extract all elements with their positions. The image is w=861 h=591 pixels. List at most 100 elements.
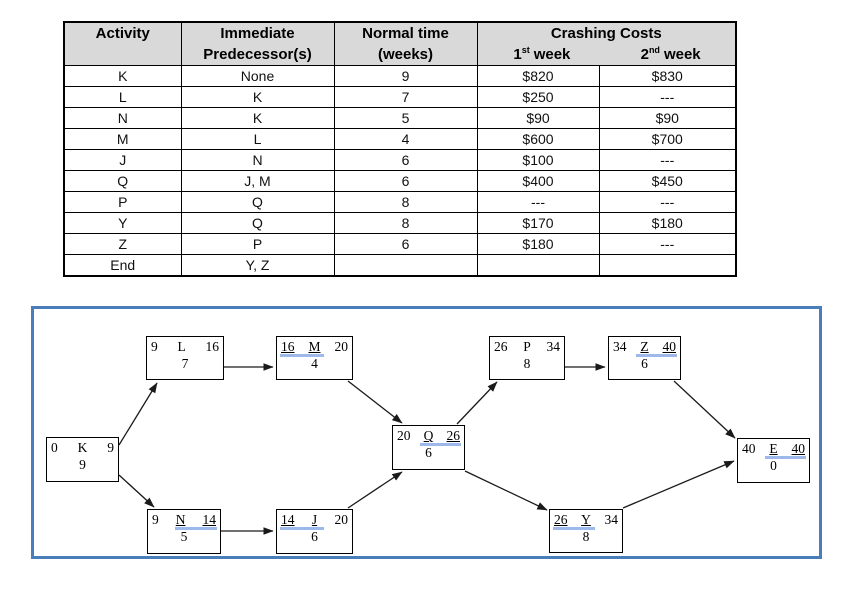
node-early-start: 16 [281,339,295,354]
edge-K-to-L [118,382,158,446]
table-cell: $100 [476,149,600,171]
table-cell: Q [180,212,335,234]
table-cell: $170 [476,212,600,234]
node-activity-label: M [308,339,321,354]
node-activity-label: E [769,441,778,456]
table-cell: $90 [598,107,737,129]
table-cell: K [63,65,182,87]
week1-num: 1 [513,46,522,63]
table-cell: $820 [476,65,600,87]
table-cell: Q [63,170,182,192]
edge-K-to-N [118,474,155,508]
node-activity-label: Q [423,428,434,443]
table-cell: $180 [598,212,737,234]
node-duration: 6 [425,445,432,460]
table-cell: End [63,254,182,277]
diagram-arrows [118,363,736,535]
node-duration: 9 [79,457,86,472]
edge-Q-to-Y [464,470,548,511]
node-early-finish: 9 [107,440,114,455]
header-normal-time: Normal time (weeks) [333,21,478,66]
table-cell: Y, Z [180,254,335,277]
node-activity-label: N [175,512,186,527]
table-cell [333,254,478,277]
table-cell: 6 [333,149,478,171]
table-cell: K [180,86,335,108]
node-duration: 8 [523,356,531,371]
node-activity-label: Z [640,339,649,354]
node-early-start: 20 [397,428,411,443]
table-cell: K [180,107,335,129]
node-early-start: 14 [281,512,295,527]
table-cell: --- [598,149,737,171]
node-early-finish: 34 [546,339,560,354]
node-early-start: 9 [151,339,158,354]
node-early-finish: 34 [604,512,619,527]
node-duration: 4 [311,356,318,371]
node-duration: 5 [180,529,188,544]
table-cell: $90 [476,107,600,129]
table-cell: M [63,128,182,150]
node-activity-label: L [177,339,186,354]
week1-sup: st [521,45,530,55]
table-cell: J [63,149,182,171]
table-cell [598,254,737,277]
table-cell: P [180,233,335,255]
edge-J-to-Q [347,471,403,509]
node-early-finish: 14 [202,512,217,527]
node-early-start: 40 [742,441,756,456]
table-cell: 4 [333,128,478,150]
node-activity-label: Y [581,512,591,527]
header-predecessor-line2: Predecessor(s) [203,46,312,63]
node-early-finish: 26 [446,428,461,443]
table-cell: $400 [476,170,600,192]
node-early-start: 34 [613,339,627,354]
header-crashing-label: Crashing Costs [550,25,662,42]
table-cell: 6 [333,233,478,255]
node-times-row: 20 Q 26 [393,426,464,446]
table-cell: 6 [333,170,478,192]
node-duration: 7 [181,356,189,371]
edge-Q-to-P [456,381,498,425]
table-cell [476,254,600,277]
table-cell: $450 [598,170,737,192]
table-cell: $830 [598,65,737,87]
node-duration: 6 [311,529,318,544]
table-cell: Y [63,212,182,234]
table-cell: --- [598,233,737,255]
table-cell: N [180,149,335,171]
header-activity: Activity [63,21,182,66]
table-cell: Z [63,233,182,255]
header-time-line2: (weeks) [377,46,434,63]
node-duration: 8 [582,529,590,544]
table-header: Activity Immediate Predecessor(s) Normal… [63,21,737,66]
table-cell: --- [598,191,737,213]
node-early-start: 0 [51,440,58,455]
table-cell: 8 [333,212,478,234]
week2-word: week [663,46,701,63]
table-cell: --- [598,86,737,108]
